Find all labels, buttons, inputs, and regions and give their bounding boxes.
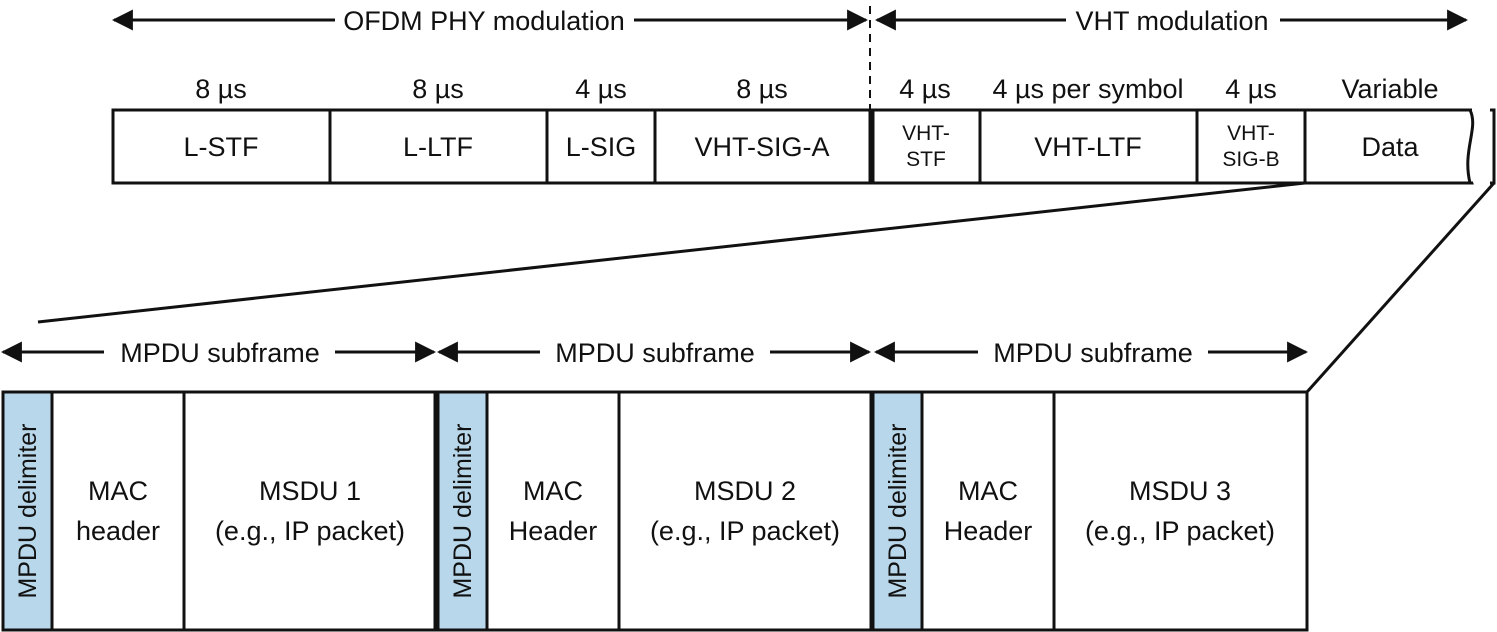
mpdu-delimiter-label-1: MPDU delimiter <box>14 423 42 598</box>
msdu-2 <box>617 390 873 632</box>
duration-vht-ltf: 4 µs per symbol <box>992 74 1183 104</box>
ofdm-modulation-label: OFDM PHY modulation <box>343 6 625 36</box>
field-vht-sig-a <box>653 108 872 185</box>
msdu-1 <box>182 390 437 632</box>
label-data: Data <box>1361 132 1419 162</box>
mpdu-subframe-1: MPDU delimiter MAC header MSDU 1 (e.g., … <box>1 390 437 632</box>
mpdu-subframe-2: MPDU delimiter MAC Header MSDU 2 (e.g., … <box>436 390 873 632</box>
mpdu-delimiter-3 <box>871 390 924 632</box>
field-vht-ltf <box>978 108 1199 185</box>
duration-data: Variable <box>1341 74 1438 104</box>
msdu-2-line1: MSDU 2 <box>694 476 796 506</box>
mac-header-1-line1: MAC <box>88 476 148 506</box>
vht-modulation-arrow: VHT modulation <box>874 6 1469 36</box>
mac-header-3-line1: MAC <box>958 476 1018 506</box>
msdu-3-line1: MSDU 3 <box>1129 476 1231 506</box>
mpdu-subframe-label-3: MPDU subframe <box>993 338 1193 368</box>
ofdm-modulation-arrow: OFDM PHY modulation <box>111 6 869 36</box>
mpdu-subframe-arrow-1: MPDU subframe <box>0 338 437 368</box>
mac-header-2 <box>485 390 621 632</box>
mpdu-subframe-arrow-3: MPDU subframe <box>873 338 1309 368</box>
mac-header-1 <box>50 390 186 632</box>
duration-vht-stf: 4 µs <box>899 74 951 104</box>
label-vht-sig-a: VHT-SIG-A <box>694 132 829 162</box>
label-l-stf: L-STF <box>183 132 258 162</box>
label-vht-stf-line1: VHT- <box>902 122 950 145</box>
mpdu-subframe-arrow-2: MPDU subframe <box>436 338 872 368</box>
mpdu-delimiter-label-2: MPDU delimiter <box>449 423 477 598</box>
field-l-sig <box>545 108 657 185</box>
label-vht-sig-b-line2: SIG-B <box>1222 148 1279 171</box>
mac-header-2-line1: MAC <box>523 476 583 506</box>
mac-header-3-line2: Header <box>944 516 1033 546</box>
label-vht-ltf: VHT-LTF <box>1034 132 1142 162</box>
field-vht-sig-b <box>1195 108 1307 185</box>
mac-header-2-line2: Header <box>509 516 598 546</box>
msdu-1-line1: MSDU 1 <box>259 476 361 506</box>
mpdu-subframe-3: MPDU delimiter MAC Header MSDU 3 (e.g., … <box>871 390 1309 632</box>
msdu-1-line2: (e.g., IP packet) <box>215 516 405 546</box>
duration-l-ltf: 8 µs <box>412 74 464 104</box>
mac-header-3 <box>920 390 1056 632</box>
msdu-3 <box>1052 390 1309 632</box>
mpdu-delimiter-1 <box>1 390 54 632</box>
label-vht-stf-line2: STF <box>906 148 946 171</box>
mpdu-subframe-label-2: MPDU subframe <box>555 338 755 368</box>
duration-l-sig: 4 µs <box>575 74 627 104</box>
field-vht-stf <box>871 108 982 185</box>
label-l-ltf: L-LTF <box>403 132 473 162</box>
vht-modulation-label: VHT modulation <box>1075 6 1268 36</box>
label-l-sig: L-SIG <box>566 132 637 162</box>
duration-vht-sig-a: 8 µs <box>736 74 788 104</box>
expansion-line-right <box>1305 181 1496 394</box>
mpdu-delimiter-label-3: MPDU delimiter <box>884 423 912 598</box>
expansion-line-left <box>37 181 1306 324</box>
mpdu-subframe-label-1: MPDU subframe <box>120 338 320 368</box>
field-l-stf <box>111 108 332 185</box>
data-break-mark <box>1466 109 1475 184</box>
mac-header-1-line2: header <box>76 516 160 546</box>
duration-vht-sig-b: 4 µs <box>1225 74 1277 104</box>
label-vht-sig-b-line1: VHT- <box>1227 122 1275 145</box>
msdu-2-line2: (e.g., IP packet) <box>650 516 840 546</box>
duration-l-stf: 8 µs <box>195 74 247 104</box>
msdu-3-line2: (e.g., IP packet) <box>1085 516 1275 546</box>
ppdu-field-row <box>111 108 1496 185</box>
